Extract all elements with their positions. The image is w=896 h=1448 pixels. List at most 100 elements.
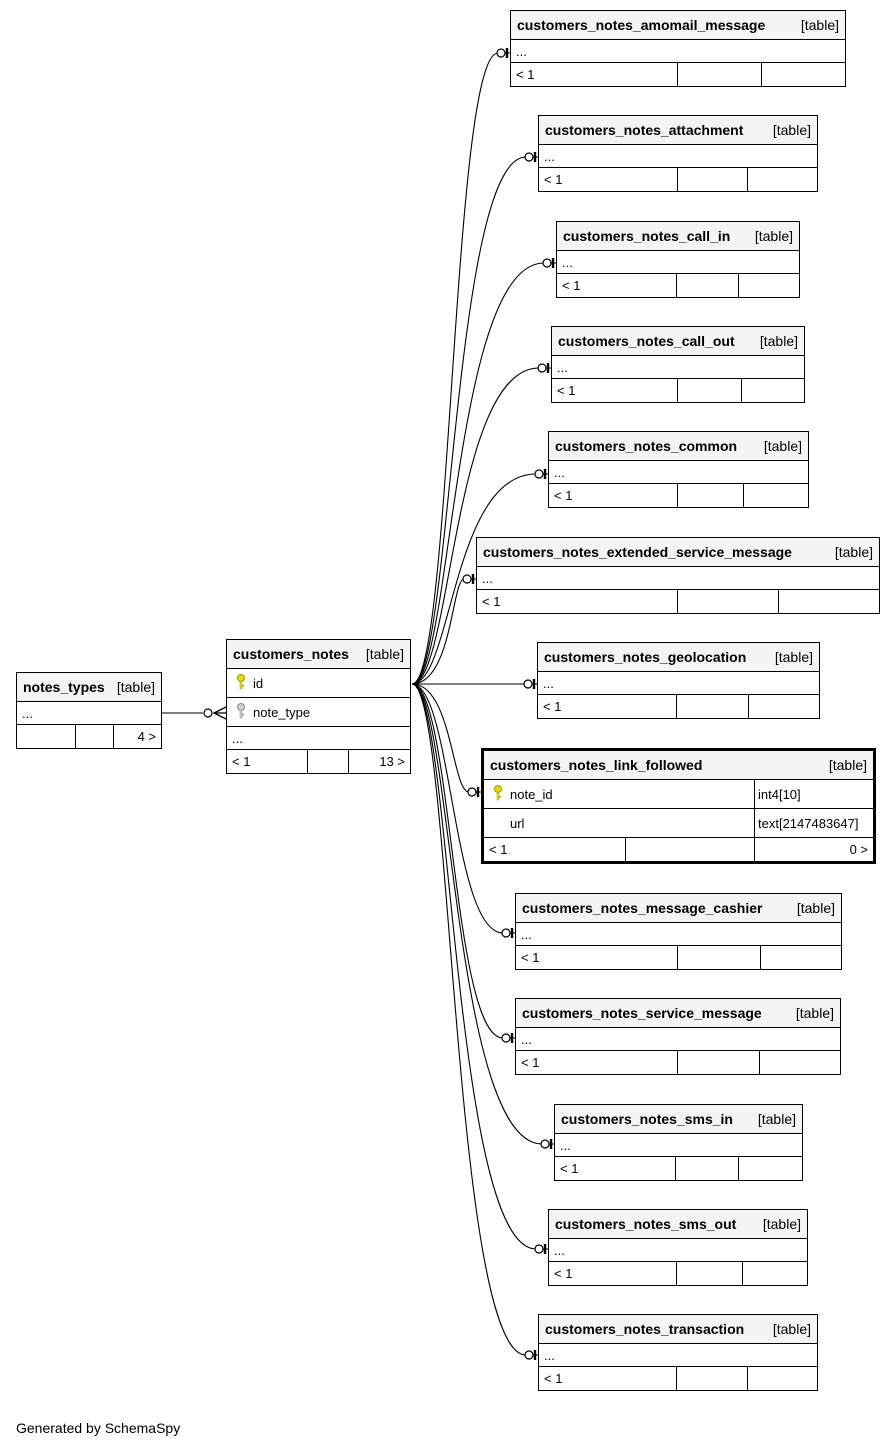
parents-count: < 1	[544, 1371, 563, 1386]
footer-middle	[677, 590, 778, 613]
footer-middle	[677, 946, 760, 969]
table-footer: < 1 13 >	[227, 750, 410, 773]
parents-count: < 1	[560, 1161, 579, 1176]
table-name: customers_notes_amomail_message	[517, 17, 766, 33]
table-customers-notes-transaction[interactable]: customers_notes_transaction[table] ... <…	[538, 1314, 818, 1391]
footer-middle	[677, 168, 747, 191]
table-customers-notes-message-cashier[interactable]: customers_notes_message_cashier[table] .…	[515, 893, 842, 970]
table-type-label: [table]	[800, 17, 839, 33]
edge-zero-marker	[537, 363, 547, 373]
columns-ellipsis: ...	[552, 356, 804, 379]
edge-call_out	[411, 367, 540, 685]
table-header: customers_notes_geolocation[table]	[538, 643, 819, 672]
table-header: customers_notes_link_followed[table]	[484, 751, 873, 780]
table-header: notes_types [table]	[17, 673, 161, 702]
table-customers-notes-sms-in[interactable]: customers_notes_sms_in[table] ... < 1	[554, 1104, 803, 1181]
parents-count	[17, 725, 75, 748]
children-count: 13 >	[348, 750, 410, 773]
table-header: customers_notes_service_message[table]	[516, 999, 840, 1028]
table-footer: < 1	[538, 695, 819, 718]
footer-middle	[75, 725, 113, 748]
edge-zero-marker	[467, 787, 477, 797]
table-header: customers_notes [table]	[227, 640, 410, 669]
edge-zero-marker	[496, 48, 506, 58]
table-header: customers_notes_sms_out[table]	[549, 1210, 807, 1239]
table-customers-notes-link-followed[interactable]: customers_notes_link_followed[table] not…	[481, 748, 876, 864]
table-type-label: [table]	[774, 649, 813, 665]
table-header: customers_notes_amomail_message [table]	[511, 11, 845, 40]
table-name: customers_notes_extended_service_message	[483, 544, 792, 560]
column-row[interactable]: note_id int4[10]	[484, 780, 873, 809]
table-type-label: [table]	[834, 544, 873, 560]
table-footer: < 1	[549, 1262, 807, 1285]
columns-ellipsis: ...	[477, 567, 879, 590]
children-count	[778, 590, 879, 613]
columns-ellipsis: ...	[555, 1134, 802, 1157]
table-name: customers_notes_sms_out	[555, 1216, 737, 1232]
table-customers-notes-service-message[interactable]: customers_notes_service_message[table] .…	[515, 998, 841, 1075]
parents-count: < 1	[557, 383, 576, 398]
table-customers-notes-sms-out[interactable]: customers_notes_sms_out[table] ... < 1	[548, 1209, 808, 1286]
table-footer: < 1	[552, 379, 804, 402]
table-customers-notes-common[interactable]: customers_notes_common[table] ... < 1	[548, 431, 809, 508]
parents-count: < 1	[521, 1055, 540, 1070]
columns-ellipsis: ...	[511, 40, 845, 63]
children-count	[748, 695, 819, 718]
table-type-label: [table]	[796, 900, 835, 916]
columns-ellipsis: ...	[538, 672, 819, 695]
table-type-label: [table]	[795, 1005, 834, 1021]
columns-ellipsis: ...	[227, 727, 410, 750]
parents-count: < 1	[516, 67, 535, 82]
columns-ellipsis: ...	[539, 145, 817, 168]
table-name: customers_notes_message_cashier	[522, 900, 763, 916]
edge-crows-foot	[212, 706, 227, 720]
table-footer: < 1	[557, 274, 799, 297]
table-notes-types[interactable]: notes_types [table] ... 4 >	[16, 672, 162, 749]
table-footer: < 1	[555, 1157, 802, 1180]
table-customers-notes[interactable]: customers_notes [table] id note_type ...…	[226, 639, 411, 774]
table-footer: < 1	[539, 1367, 817, 1390]
column-type: text[2147483647]	[754, 809, 873, 837]
edge-zero-marker	[542, 258, 552, 268]
column-row[interactable]: id	[227, 669, 410, 698]
table-footer: < 1	[539, 168, 817, 191]
footer-middle	[676, 1262, 742, 1285]
children-count	[759, 1051, 840, 1074]
table-customers-notes-geolocation[interactable]: customers_notes_geolocation[table] ... <…	[537, 642, 820, 719]
parents-count: < 1	[543, 699, 562, 714]
edge-zero-marker	[524, 1350, 534, 1360]
columns-ellipsis: ...	[17, 702, 161, 725]
table-footer: < 1	[516, 1051, 840, 1074]
table-footer: < 1	[549, 484, 808, 507]
column-row[interactable]: url text[2147483647]	[484, 809, 873, 838]
table-name: notes_types	[23, 679, 105, 695]
children-count: 4 >	[113, 725, 161, 748]
footer-middle	[307, 750, 348, 773]
edge-common	[411, 473, 537, 685]
table-name: customers_notes_call_in	[563, 228, 731, 244]
parents-count: < 1	[521, 950, 540, 965]
table-type-label: [table]	[759, 333, 798, 349]
edge-amomail_message	[411, 52, 499, 685]
table-customers-notes-extended-service-message[interactable]: customers_notes_extended_service_message…	[476, 537, 880, 614]
table-customers-notes-call-out[interactable]: customers_notes_call_out[table] ... < 1	[551, 326, 805, 403]
children-count	[747, 168, 817, 191]
table-type-label: [table]	[772, 122, 811, 138]
table-customers-notes-amomail-message[interactable]: customers_notes_amomail_message [table] .…	[510, 10, 846, 87]
column-name: note_id	[510, 786, 553, 802]
footer-middle	[676, 695, 748, 718]
table-type-label: [table]	[116, 679, 155, 695]
table-customers-notes-call-in[interactable]: customers_notes_call_in[table] ... < 1	[556, 221, 800, 298]
parents-count: < 1	[562, 278, 581, 293]
columns-ellipsis: ...	[549, 461, 808, 484]
footer-middle	[675, 1157, 738, 1180]
column-name: note_type	[253, 704, 311, 720]
edge-zero-marker	[501, 928, 511, 938]
parents-count: < 1	[554, 488, 573, 503]
children-count	[743, 484, 808, 507]
column-row[interactable]: note_type	[227, 698, 410, 727]
children-count	[741, 379, 804, 402]
column-type: int4[10]	[754, 780, 873, 808]
table-customers-notes-attachment[interactable]: customers_notes_attachment[table] ... < …	[538, 115, 818, 192]
